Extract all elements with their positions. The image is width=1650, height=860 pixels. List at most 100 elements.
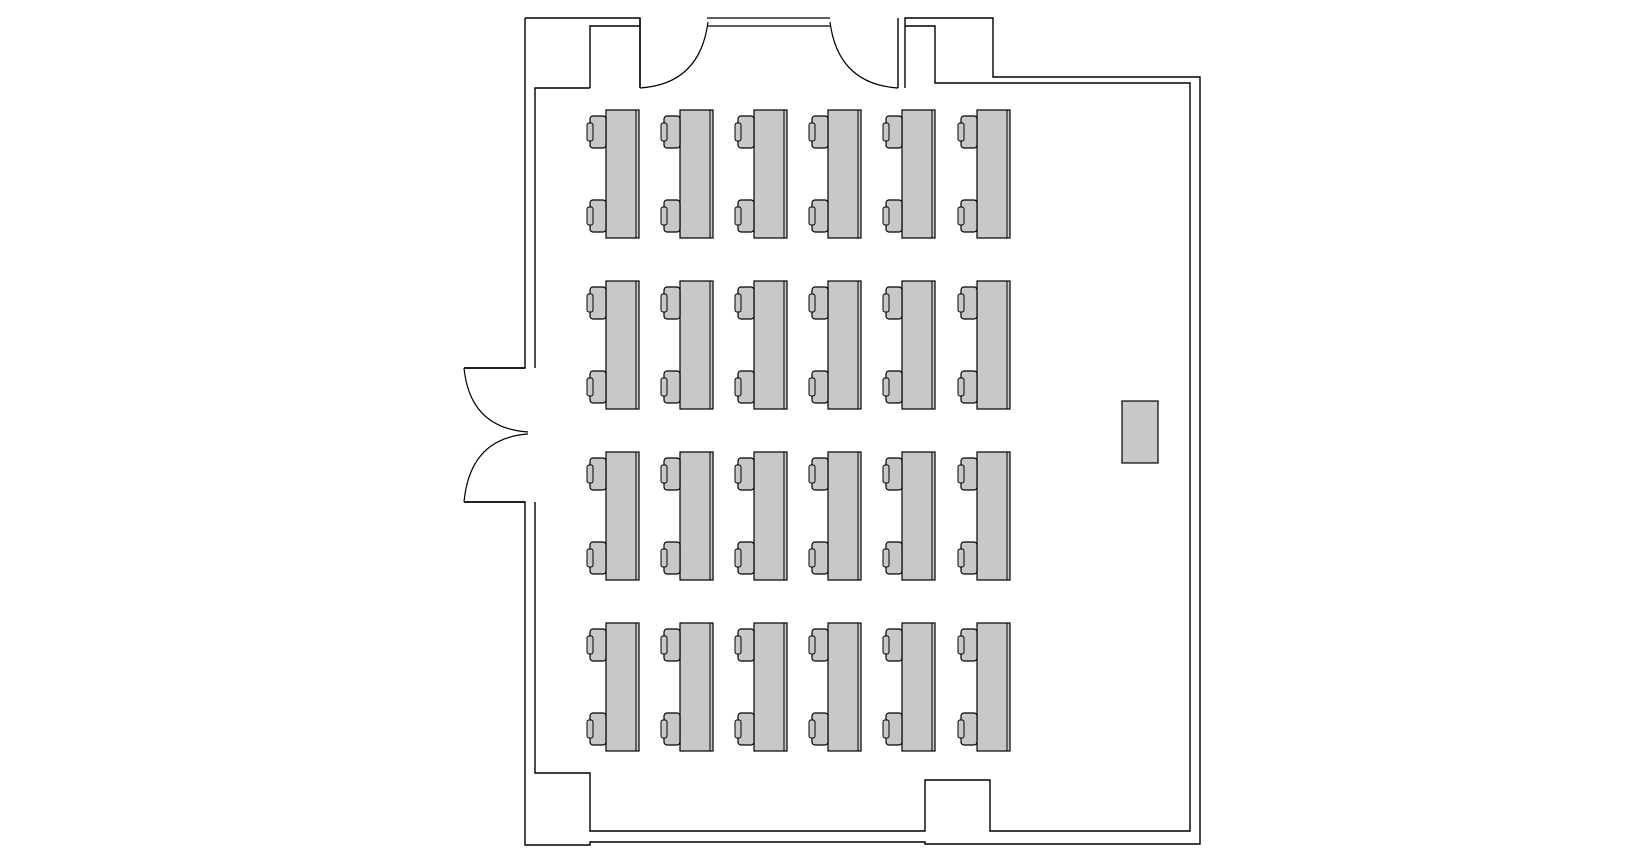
desk-station-r1-c3 xyxy=(734,109,788,239)
desk[interactable] xyxy=(827,109,862,239)
desk-station-r4-c2 xyxy=(660,622,714,752)
desk[interactable] xyxy=(605,451,640,581)
desk-station-r4-c6 xyxy=(957,622,1011,752)
desk-station-r3-c2 xyxy=(660,451,714,581)
chair-back xyxy=(808,293,816,313)
chair-back xyxy=(660,122,668,142)
desk-station-r2-c4 xyxy=(808,280,862,410)
desk-station-r2-c1 xyxy=(586,280,640,410)
chair-back xyxy=(586,635,594,655)
top-double-door[interactable] xyxy=(639,18,899,89)
chair-back xyxy=(808,122,816,142)
desk-station-r3-c5 xyxy=(882,451,936,581)
desk[interactable] xyxy=(605,280,640,410)
desk-station-r2-c5 xyxy=(882,280,936,410)
chair-back xyxy=(957,635,965,655)
chair-back xyxy=(957,548,965,568)
desk[interactable] xyxy=(901,109,936,239)
chair-back xyxy=(734,122,742,142)
chair-back xyxy=(586,206,594,226)
chair-back xyxy=(957,206,965,226)
chair-back xyxy=(734,464,742,484)
chair-back xyxy=(882,635,890,655)
desk[interactable] xyxy=(679,280,714,410)
desk[interactable] xyxy=(901,451,936,581)
chair-back xyxy=(882,377,890,397)
desk-station-r1-c1 xyxy=(586,109,640,239)
desk[interactable] xyxy=(753,280,788,410)
desk[interactable] xyxy=(901,280,936,410)
chair-back xyxy=(882,464,890,484)
desk[interactable] xyxy=(679,622,714,752)
chair-back xyxy=(660,464,668,484)
desk-station-r1-c5 xyxy=(882,109,936,239)
desk[interactable] xyxy=(605,109,640,239)
chair-back xyxy=(734,548,742,568)
chair-back xyxy=(808,377,816,397)
desk[interactable] xyxy=(827,622,862,752)
desk-grid xyxy=(586,109,1011,752)
left-door-swing-bottom xyxy=(463,433,529,503)
desk[interactable] xyxy=(901,622,936,752)
chair-back xyxy=(660,206,668,226)
chair-back xyxy=(734,293,742,313)
chair-back xyxy=(660,635,668,655)
chair-back xyxy=(808,548,816,568)
desk[interactable] xyxy=(827,280,862,410)
chair-back xyxy=(586,122,594,142)
chair-back xyxy=(660,377,668,397)
chair-back xyxy=(882,122,890,142)
desk-station-r4-c3 xyxy=(734,622,788,752)
chair-back xyxy=(808,719,816,739)
desk-station-r3-c1 xyxy=(586,451,640,581)
top-door-swing-right xyxy=(829,21,899,89)
chair-back xyxy=(957,293,965,313)
desk-station-r2-c3 xyxy=(734,280,788,410)
chair-back xyxy=(734,377,742,397)
chair-back xyxy=(808,635,816,655)
lectern[interactable] xyxy=(1121,400,1159,464)
chair-back xyxy=(586,464,594,484)
desk[interactable] xyxy=(976,622,1011,752)
left-double-door[interactable] xyxy=(463,367,529,503)
chair-back xyxy=(882,293,890,313)
chair-back xyxy=(660,293,668,313)
chair-back xyxy=(660,548,668,568)
desk-station-r4-c5 xyxy=(882,622,936,752)
chair-back xyxy=(586,548,594,568)
desk[interactable] xyxy=(753,622,788,752)
chair-back xyxy=(882,548,890,568)
desk[interactable] xyxy=(753,109,788,239)
left-door-swing-top xyxy=(463,367,529,433)
chair-back xyxy=(957,719,965,739)
chair-back xyxy=(808,206,816,226)
desk[interactable] xyxy=(605,622,640,752)
chair-back xyxy=(957,122,965,142)
desk[interactable] xyxy=(976,451,1011,581)
chair-back xyxy=(734,635,742,655)
desk-station-r3-c3 xyxy=(734,451,788,581)
desk[interactable] xyxy=(976,280,1011,410)
chair-back xyxy=(957,464,965,484)
desk[interactable] xyxy=(679,109,714,239)
desk[interactable] xyxy=(976,109,1011,239)
desk[interactable] xyxy=(753,451,788,581)
chair-back xyxy=(586,377,594,397)
desk-station-r1-c4 xyxy=(808,109,862,239)
desk-station-r4-c1 xyxy=(586,622,640,752)
inner-wall xyxy=(534,25,1191,832)
desk-station-r3-c6 xyxy=(957,451,1011,581)
top-door-swing-left xyxy=(639,21,709,89)
desk-station-r2-c6 xyxy=(957,280,1011,410)
chair-back xyxy=(882,719,890,739)
chair-back xyxy=(808,464,816,484)
desk-station-r3-c4 xyxy=(808,451,862,581)
desk[interactable] xyxy=(827,451,862,581)
chair-back xyxy=(734,719,742,739)
desk-station-r1-c2 xyxy=(660,109,714,239)
chair-back xyxy=(586,719,594,739)
desk[interactable] xyxy=(679,451,714,581)
chair-back xyxy=(734,206,742,226)
desk-station-r4-c4 xyxy=(808,622,862,752)
